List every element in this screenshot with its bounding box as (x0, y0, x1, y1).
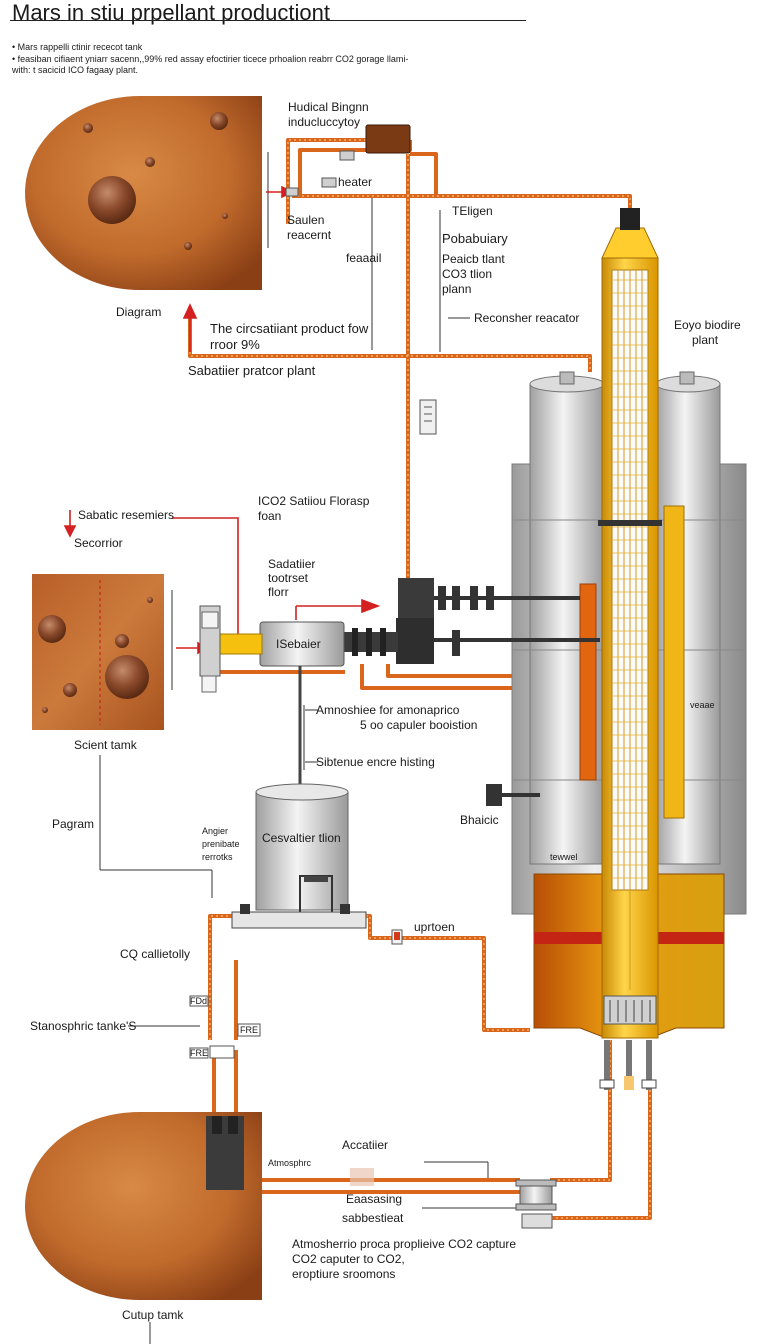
label-reconsher: Reconsher reacator (474, 311, 580, 325)
label-peaicb: Peaicb tlant (442, 252, 505, 266)
label-bottom-3: eroptiure sroomons (292, 1267, 396, 1281)
label-accatiier: Accatiier (342, 1138, 389, 1152)
label-bottom-2: CO2 caputer to CO2, (292, 1252, 405, 1266)
label-ico2: ICO2 Satiiou Florasp (258, 494, 370, 508)
label-sabatic-res: Sabatic resemiers (78, 508, 175, 522)
label-veaae: veaae (690, 700, 715, 710)
label-angier-2: prenibate (202, 839, 240, 849)
label-isebaier: ISebaier (276, 637, 321, 651)
storage-tank (231, 783, 403, 945)
label-feaaail: feaaail (346, 251, 382, 265)
label-peaicb-2: CO3 tlion (442, 267, 493, 281)
label-eaasasing: Eaasasing (346, 1192, 403, 1206)
label-pagram: Pagram (52, 817, 95, 831)
label-atmosphere: Atmosphrc (268, 1158, 312, 1168)
label-hudical-2: inducluccytoy (288, 115, 361, 129)
label-pobabulary: Pobabuiary (442, 231, 508, 246)
crater-icon (145, 157, 155, 167)
crater-icon (115, 634, 129, 648)
mars-surface-panel (32, 574, 164, 730)
label-cutup: Cutup tamk (122, 1308, 184, 1322)
label-amnoshiee-2: 5 oo capuler booistion (360, 718, 478, 732)
pressure-gauge-icon (419, 399, 437, 435)
label-saulen: Saulen (287, 213, 325, 227)
label-scient-tamk: Scient tamk (74, 738, 137, 752)
crater-icon (63, 683, 77, 697)
mars-planet-bottom (25, 1112, 262, 1300)
label-angier: Angier (202, 826, 229, 836)
label-sibtenue: Sibtenue encre histing (316, 755, 435, 769)
label-bottom-1: Atmosherrio proca proplieive CO2 capture (292, 1237, 517, 1251)
mars-planet-top (25, 96, 262, 290)
capture-cylinder (206, 1116, 374, 1190)
label-peaicb-3: plann (442, 282, 472, 296)
crater-icon (83, 123, 93, 133)
intro-line-1: • Mars rappelli ctinir rececot tank (12, 42, 143, 52)
label-angier-3: rerrotks (202, 852, 233, 862)
crater-icon (88, 176, 136, 224)
label-cesvaltier: Cesvaltier tlion (262, 831, 341, 845)
label-eoyo-2: plant (692, 333, 719, 347)
label-hudical: Hudical Bingnn (288, 100, 369, 114)
label-sadatiier-3: florr (268, 585, 289, 599)
label-sabatier-plant: Sabatiier pratcor plant (188, 363, 316, 378)
crater-icon (105, 655, 149, 699)
label-tewwel: tewwel (550, 852, 578, 862)
gauge-label-1: FDd (190, 996, 208, 1006)
crater-icon (222, 213, 228, 219)
crater-icon (42, 707, 48, 713)
label-ico2-2: foan (258, 509, 282, 523)
label-eligen: TEligen (452, 204, 493, 218)
gauge-label-3: FRE (190, 1048, 208, 1058)
label-sadatiier: Sadatiier (268, 557, 316, 571)
crater-icon (184, 242, 192, 250)
valve-icon (189, 995, 261, 1059)
label-sadatiier-2: tootrset (268, 571, 309, 585)
label-eaasasing-2: sabbestieat (342, 1211, 404, 1225)
title-rule (10, 20, 526, 21)
crater-icon (210, 112, 228, 130)
label-eoyo: Eoyo biodire (674, 318, 741, 332)
intro-line-2: • feasiban cifiaent yniarr sacenn,,99% r… (12, 54, 409, 64)
gauge-label-2: FRE (240, 1025, 258, 1035)
sabatier-assembly (199, 578, 600, 790)
bottom-valve-assembly (515, 1040, 657, 1229)
intro-line-3: with: t sacicid ICO fagaay plant. (12, 65, 139, 75)
label-amnoshiee: Amnoshiee for amonaprico (316, 703, 460, 717)
label-saulen-2: reacernt (287, 228, 332, 242)
label-secorrior: Secorrior (74, 536, 123, 550)
label-circ-2: rroor 9% (210, 337, 260, 352)
reactor-tower (486, 208, 747, 1039)
label-cq-calle: CQ callietolly (120, 947, 191, 961)
crater-icon (38, 615, 66, 643)
label-bhaicic: Bhaicic (460, 813, 499, 827)
label-circ: The circsatiiant product fow (210, 321, 369, 336)
label-diagram: Diagram (116, 305, 162, 319)
crater-icon (147, 597, 153, 603)
label-uprtoen: uprtoen (414, 920, 455, 934)
hydrogen-inductor-unit (285, 124, 437, 435)
label-stanospheric: Stanosphric tanke'S (30, 1019, 137, 1033)
label-heater: heater (338, 175, 373, 189)
